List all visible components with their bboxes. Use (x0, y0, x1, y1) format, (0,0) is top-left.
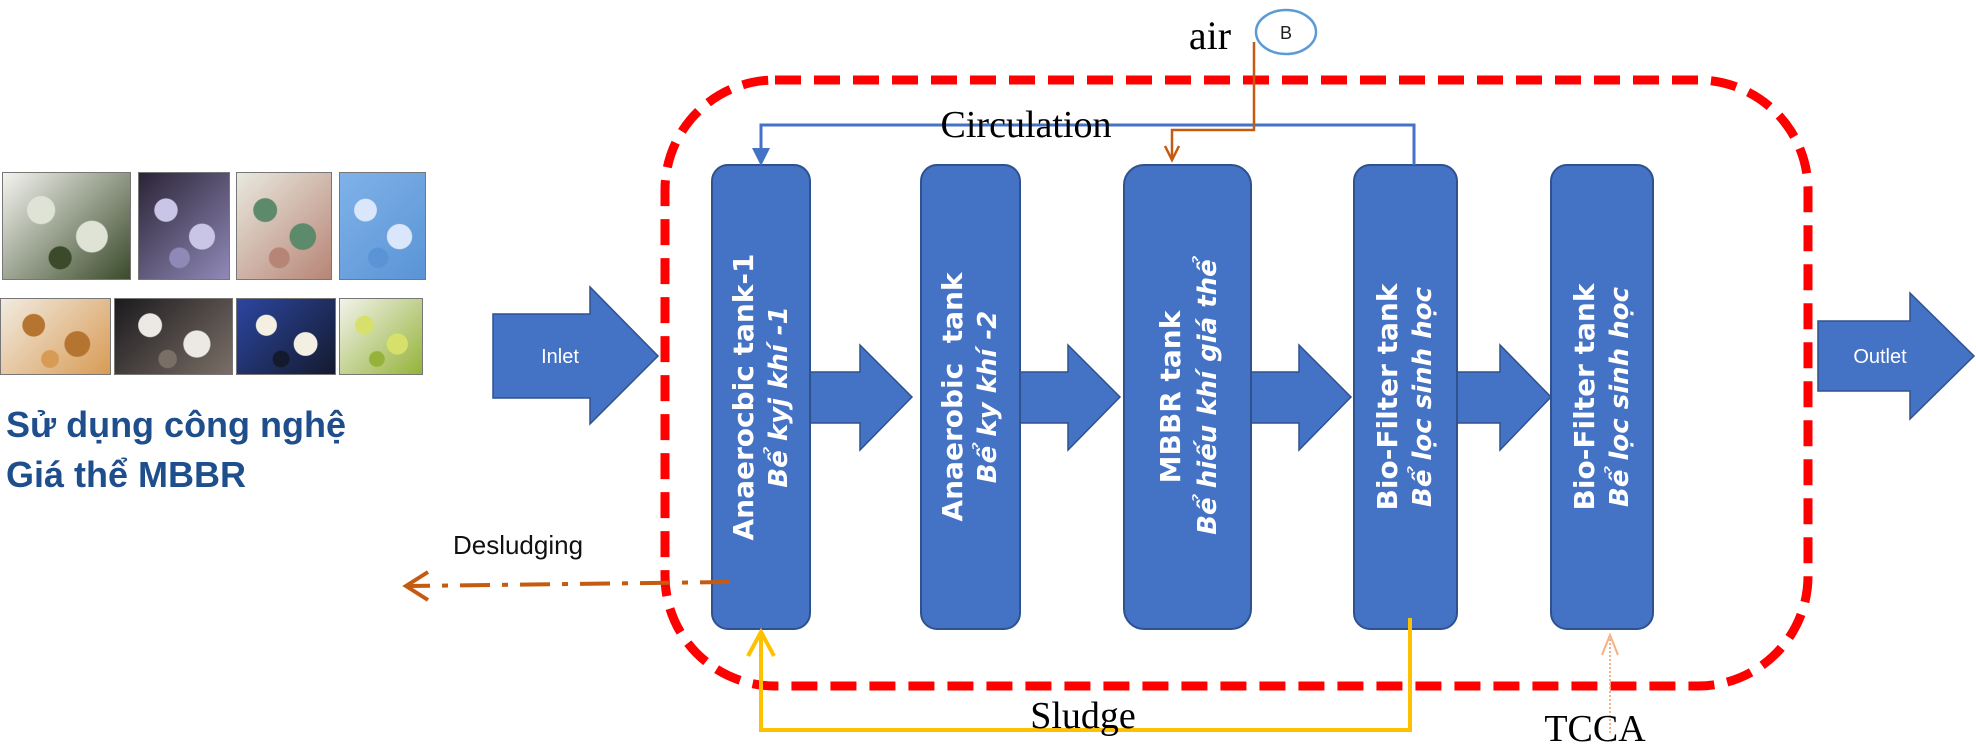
flow-arrow-1-2 (809, 343, 914, 452)
media-photo (114, 298, 233, 375)
media-photo (138, 172, 230, 280)
tcca-arrowhead-icon (1601, 632, 1619, 656)
circulation-label: Circulation (941, 104, 1112, 146)
circulation-line (752, 123, 1416, 166)
outlet-label: Outlet (1853, 346, 1907, 368)
tank-subtitle: Bể ky khí -2 (970, 311, 1003, 483)
inlet-label: Inlet (541, 346, 579, 368)
desludging-label: Desludging (453, 530, 583, 560)
tank-biofilter-1[interactable]: Bio-Filter tank Bể lọc sinh học (1353, 164, 1458, 630)
tank-anaerobic-1[interactable]: Anaerocbic tank-1 Bể kyj khí -1 (711, 164, 811, 630)
flow-arrow-2-3 (1019, 343, 1122, 452)
tcca-dosing-line (1601, 632, 1619, 733)
media-photo (236, 172, 332, 280)
tcca-label: TCCA (1544, 708, 1646, 745)
blower[interactable]: B (1254, 8, 1318, 56)
media-title-line-1: Sử dụng công nghệ (6, 404, 347, 445)
media-photo (339, 172, 426, 280)
blower-label: B (1280, 23, 1292, 43)
air-line (1163, 42, 1256, 163)
tank-subtitle: Bể hiếu khí giá thể (1190, 256, 1223, 535)
sludge-return-line (746, 618, 1412, 732)
flow-arrow-4-5 (1456, 343, 1553, 452)
tank-biofilter-2[interactable]: Bio-Filter tank Bể lọc sinh học (1550, 164, 1654, 630)
sludge-label: Sludge (1030, 695, 1136, 737)
media-photo (2, 172, 131, 280)
desludging-arrowhead-icon (402, 570, 430, 602)
circulation-arrowhead-icon (752, 148, 770, 166)
flow-arrow-3-4 (1250, 343, 1353, 452)
system-boundary (660, 75, 1813, 691)
air-arrowhead-icon (1163, 145, 1181, 163)
outlet-arrow: Outlet (1817, 291, 1976, 421)
desludging-line (402, 570, 731, 602)
sludge-arrowhead-icon (746, 627, 776, 657)
inlet-arrow: Inlet (492, 285, 660, 426)
tank-title: Bio-Filter tank (1568, 282, 1601, 510)
tank-subtitle: Bể kyj khí -1 (761, 306, 794, 487)
media-photo (236, 298, 336, 375)
tank-mbbr[interactable]: MBBR tank Bể hiếu khí giá thể (1123, 164, 1252, 630)
tank-subtitle: Bể lọc sinh học (1405, 286, 1438, 507)
blower-icon (1254, 8, 1318, 56)
air-label: air (1189, 13, 1231, 58)
tank-title: MBBR tank (1154, 309, 1187, 483)
media-title: Sử dụng công nghệ Giá thể MBBR (6, 400, 346, 500)
tank-title: Anaerobic tank (936, 271, 969, 521)
media-title-line-2: Giá thể MBBR (6, 454, 247, 495)
tank-anaerobic-2[interactable]: Anaerobic tank Bể ky khí -2 (920, 164, 1021, 630)
media-photo (339, 298, 423, 375)
tank-title: Bio-Filter tank (1371, 282, 1404, 510)
tank-title: Anaerocbic tank-1 (727, 253, 760, 540)
media-photo (0, 298, 111, 375)
tank-subtitle: Bể lọc sinh học (1602, 286, 1635, 507)
